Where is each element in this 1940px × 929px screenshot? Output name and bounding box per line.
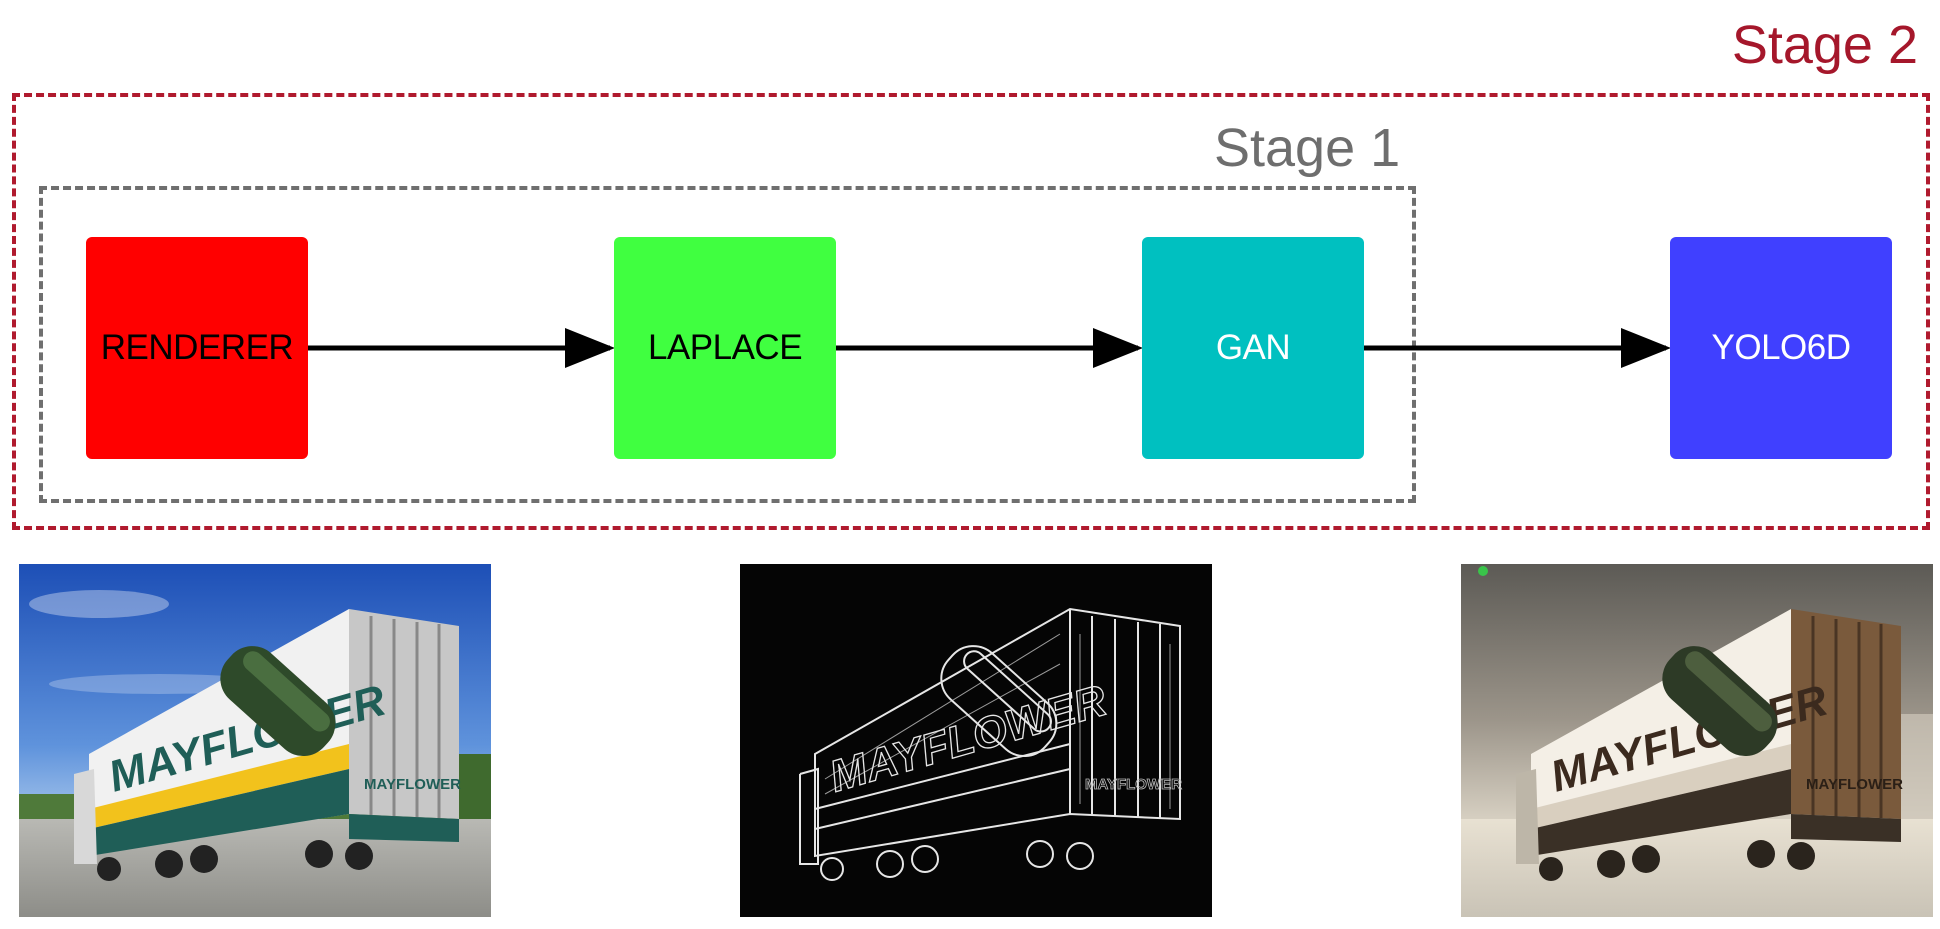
laplace-node-label: LAPLACE bbox=[647, 328, 803, 367]
renderer-node-label: RENDERER bbox=[100, 328, 294, 367]
edge-back-text: MAYFLOWER bbox=[1085, 776, 1182, 793]
gan-node-label: GAN bbox=[1215, 328, 1291, 367]
gan-node: GAN bbox=[1142, 237, 1364, 459]
renderer-node: RENDERER bbox=[86, 237, 308, 459]
stage-1-boundary bbox=[39, 186, 1416, 503]
gan-output-photo: MAYFLOWER MAYFLOWER bbox=[1461, 564, 1933, 917]
stage-1-label: Stage 1 bbox=[1214, 118, 1401, 178]
gan-back-text: MAYFLOWER bbox=[1806, 776, 1903, 793]
yolo6d-node: YOLO6D bbox=[1670, 237, 1892, 459]
rendered-truck-photo: MAYFLOWER MAYFLOWER bbox=[19, 564, 491, 917]
laplace-edge-photo: MAYFLOWER MAYFLOWER bbox=[740, 564, 1212, 917]
yolo6d-node-label: YOLO6D bbox=[1711, 328, 1852, 367]
laplace-node: LAPLACE bbox=[614, 237, 836, 459]
truck-back-text: MAYFLOWER bbox=[364, 776, 461, 793]
stage-2-boundary bbox=[12, 93, 1930, 530]
stage-2-label: Stage 2 bbox=[1731, 15, 1918, 75]
